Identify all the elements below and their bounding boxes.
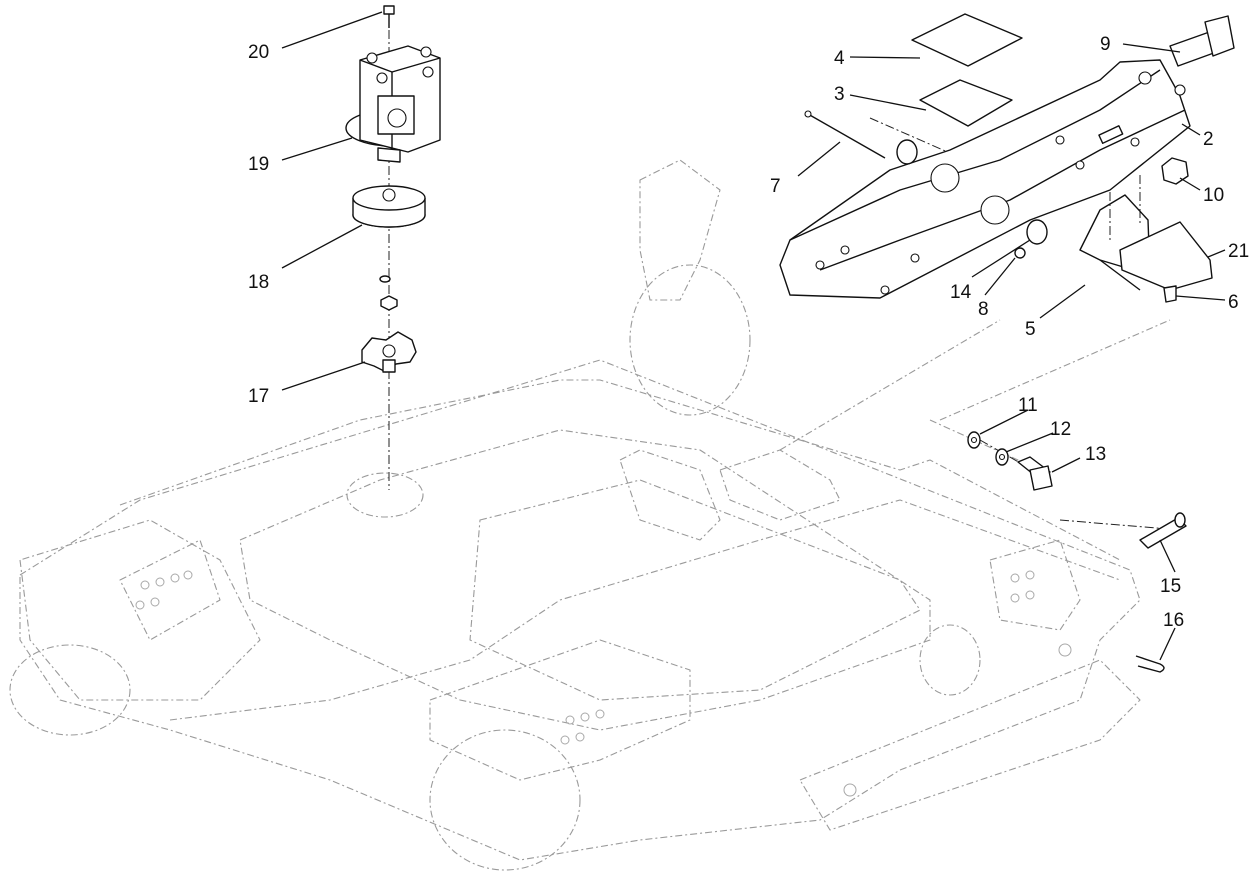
callout-13: 13	[1085, 444, 1106, 465]
washer-bolt-group	[967, 431, 1053, 491]
leader-lines	[281, 11, 1226, 661]
gearbox-19	[345, 45, 441, 163]
callout-3: 3	[834, 84, 845, 105]
callout-20: 20	[248, 42, 269, 63]
callout-7: 7	[770, 176, 781, 197]
callout-5: 5	[1025, 319, 1036, 340]
coupling-stack	[345, 5, 441, 373]
pad-4	[911, 13, 1023, 67]
callout-10: 10	[1203, 185, 1224, 206]
callout-9: 9	[1100, 34, 1111, 55]
mower-deck-ghost	[9, 159, 1171, 871]
callout-14: 14	[950, 282, 972, 303]
callout-17: 17	[248, 386, 269, 407]
coupling-hub-18	[352, 185, 426, 228]
callout-12: 12	[1050, 419, 1071, 440]
callout-15: 15	[1160, 576, 1181, 597]
callout-11: 11	[1018, 395, 1038, 416]
callout-2: 2	[1203, 129, 1214, 150]
callout-19: 19	[248, 154, 269, 175]
bolt-20	[383, 5, 395, 28]
callout-8: 8	[978, 299, 989, 320]
spider-coupler-17	[361, 331, 417, 373]
callout-4: 4	[834, 48, 845, 69]
callout-6: 6	[1228, 292, 1239, 313]
callout-21: 21	[1228, 241, 1249, 262]
callout-labels: 20 19 18 17 4 3 7 9 2 10 21 6 14 8 5 11 …	[248, 34, 1249, 631]
callout-18: 18	[248, 272, 269, 293]
pad-3	[919, 79, 1013, 127]
pin-clip-group	[1135, 512, 1187, 673]
hitch-frame-assembly	[779, 13, 1235, 303]
hitch-frame-2	[779, 59, 1191, 299]
bolt-9	[1169, 15, 1235, 67]
callout-16: 16	[1163, 610, 1184, 631]
